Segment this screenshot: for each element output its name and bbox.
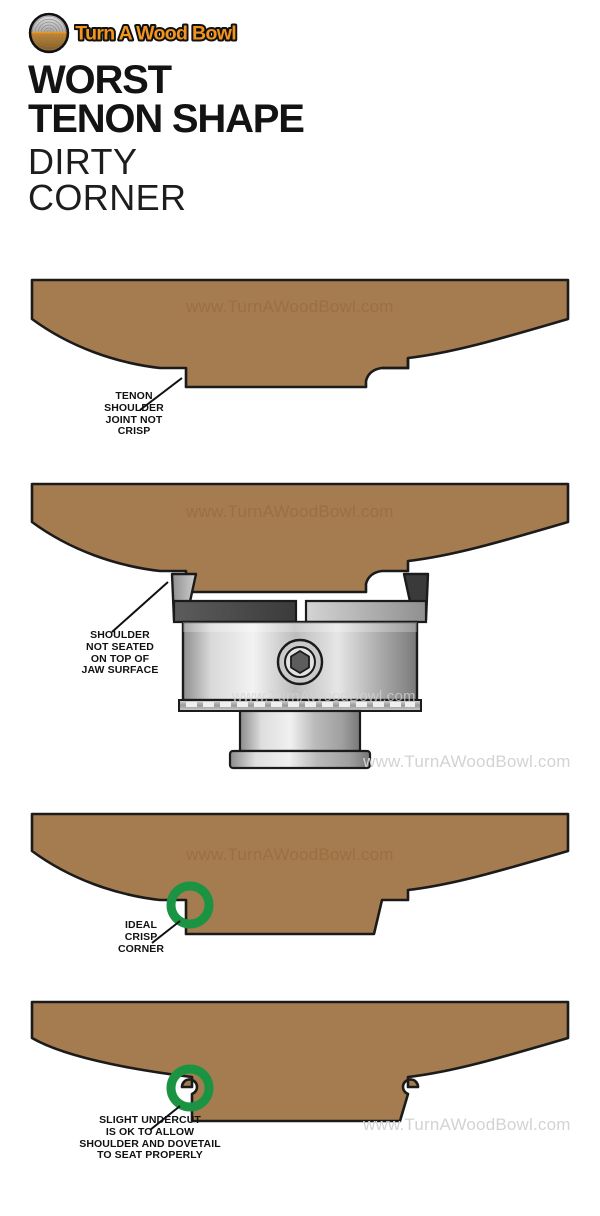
leader-line [149, 1105, 181, 1131]
watermark-wood-1: www.TurnAWoodBowl.com [186, 297, 394, 316]
leader-line [111, 581, 169, 633]
figure-chuck-not-seated: SHOULDER NOT SEATED ON TOP OF JAW SURFAC… [0, 470, 600, 771]
chuck-spindle-collar [228, 749, 372, 770]
chuck-ring-teeth [186, 702, 415, 707]
figure-slight-undercut: SLIGHT UNDERCUT IS OK TO ALLOW SHOULDER … [0, 990, 600, 1170]
chuck-body-highlight [183, 622, 417, 632]
watermark-plain-2: www.TurnAWoodBowl.com [363, 752, 571, 771]
annotation-dirty-corner: TENON SHOULDER JOINT NOT CRISP [104, 390, 164, 438]
brand-logo: Turn A Wood Bowl Turn A Wood Bowl [28, 12, 269, 54]
wood-body [30, 1000, 570, 1123]
bowl-profile-crisp-corner [30, 812, 570, 944]
title-line-3: DIRTY [28, 140, 138, 182]
annotation-crisp-corner: IDEAL CRISP CORNER [117, 919, 165, 955]
figure-crisp-corner: IDEAL CRISP CORNER www.TurnAWoodBowl.com [0, 793, 600, 955]
title-line-4: CORNER [28, 177, 187, 219]
watermark-plain-4: www.TurnAWoodBowl.com [363, 1115, 571, 1134]
title-line-2: TENON SHAPE [28, 96, 305, 141]
tenon-step-right [382, 358, 410, 370]
svg-text:Turn A Wood Bowl: Turn A Wood Bowl [75, 23, 236, 45]
chuck-jaw-plate-right [304, 599, 428, 624]
watermark-chuck: www.TurnAWoodBowl.com [232, 688, 416, 705]
svg-text:Turn A Wood Bowl: Turn A Wood Bowl [75, 23, 236, 45]
annotation-slight-undercut: SLIGHT UNDERCUT IS OK TO ALLOW SHOULDER … [79, 1114, 221, 1162]
bowl-profile-slight-undercut [30, 1000, 570, 1131]
wood-body [30, 278, 570, 389]
chuck-jaw-plate-left [172, 599, 298, 624]
brand-wordmark: Turn A Wood Bowl Turn A Wood Bowl [74, 21, 239, 46]
page-title: WORST TENON SHAPE DIRTY CORNER [28, 58, 305, 219]
highlight-circle [166, 1064, 214, 1112]
leader-line [139, 377, 183, 411]
bowl-on-chuck-diagram [30, 482, 570, 770]
chuck-spindle-hub [238, 709, 362, 753]
title-line-1: WORST [28, 58, 172, 102]
annotation-shoulder-not-seated: SHOULDER NOT SEATED ON TOP OF JAW SURFAC… [81, 629, 159, 677]
leader-line [151, 920, 181, 944]
wood-body [30, 482, 570, 594]
hex-socket-icon [290, 650, 310, 674]
wood-bowl-circle-icon [28, 12, 70, 54]
wood-body [30, 812, 570, 936]
figure-dirty-corner: TENON SHOULDER JOINT NOT CRISP www.TurnA… [0, 265, 600, 437]
watermark-wood-3: www.TurnAWoodBowl.com [186, 845, 394, 864]
highlight-circle [166, 881, 214, 929]
bowl-profile-dirty-corner [30, 278, 570, 411]
watermark-wood-2: www.TurnAWoodBowl.com [186, 502, 394, 521]
